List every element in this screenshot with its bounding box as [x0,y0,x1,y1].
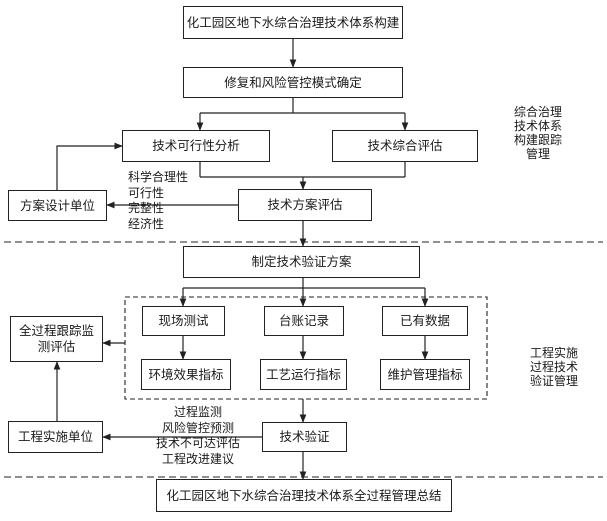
phase-label-line: 综合治理 [513,105,562,119]
mode-box: 修复和风险管控模式确定 [183,67,403,98]
scheme-eval-box: 技术方案评估 [238,189,372,221]
output-item: 风险管控预测 [161,420,234,435]
tracking-box: 全过程跟踪监测评估 [10,316,103,362]
phase-label-line: 工程实施 [529,346,578,360]
comprehensive-box: 技术综合评估 [332,130,478,162]
summary-box: 化工园区地下水综合治理技术体系全过程管理总结 [156,479,452,512]
phase-label-line: 过程技术 [529,360,578,374]
env-indicator-box: 环境效果指标 [141,359,231,390]
impl-unit-box: 工程实施单位 [8,421,103,453]
phase-label-implementation: 工程实施 过程技术 验证管理 [522,346,586,388]
verification-group-border [124,296,488,400]
criteria-list: 科学合理性 可行性 完整性 经济性 [128,170,188,232]
verification-box: 技术验证 [262,422,347,452]
process-indicator-box: 工艺运行指标 [260,359,347,390]
phase-label-construction: 综合治理 技术体系 构建跟踪 管理 [506,105,570,161]
output-item: 过程监测 [173,405,222,419]
arrow-design-to-feasibility [56,142,123,190]
title-box: 化工园区地下水综合治理技术体系构建 [183,6,403,39]
phase-label-line: 技术体系 [513,119,562,133]
ledger-box: 台账记录 [264,306,344,336]
output-item: 工程改进建议 [161,451,234,466]
criterion-item: 科学合理性 [128,170,189,184]
criterion-item: 可行性 [128,185,165,200]
existing-data-box: 已有数据 [382,306,468,336]
phase-label-line: 管理 [525,147,550,161]
outputs-list: 过程监测 风险管控预测 技术不可达评估 工程改进建议 [140,405,256,467]
phase-label-line: 验证管理 [529,374,578,388]
verify-plan-box: 制定技术验证方案 [183,246,420,278]
phase-label-line: 构建跟踪 [513,133,562,147]
criterion-item: 经济性 [128,216,165,231]
output-item: 技术不可达评估 [155,436,240,450]
maint-indicator-box: 维护管理指标 [380,359,470,390]
criterion-item: 完整性 [128,201,165,215]
design-unit-box: 方案设计单位 [8,190,107,221]
feasibility-box: 技术可行性分析 [122,130,270,162]
field-test-box: 现场测试 [142,306,225,336]
